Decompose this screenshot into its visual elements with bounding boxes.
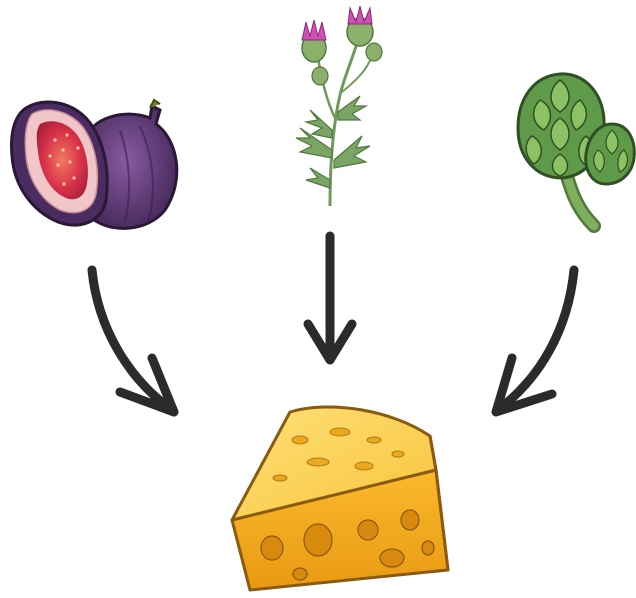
arrow-right	[496, 270, 574, 412]
thistle-icon	[296, 6, 382, 206]
cheese-icon	[232, 407, 448, 590]
artichoke-icon	[518, 74, 634, 226]
fig-icon	[12, 100, 177, 228]
arrow-center	[308, 236, 352, 360]
arrow-left	[92, 270, 174, 412]
